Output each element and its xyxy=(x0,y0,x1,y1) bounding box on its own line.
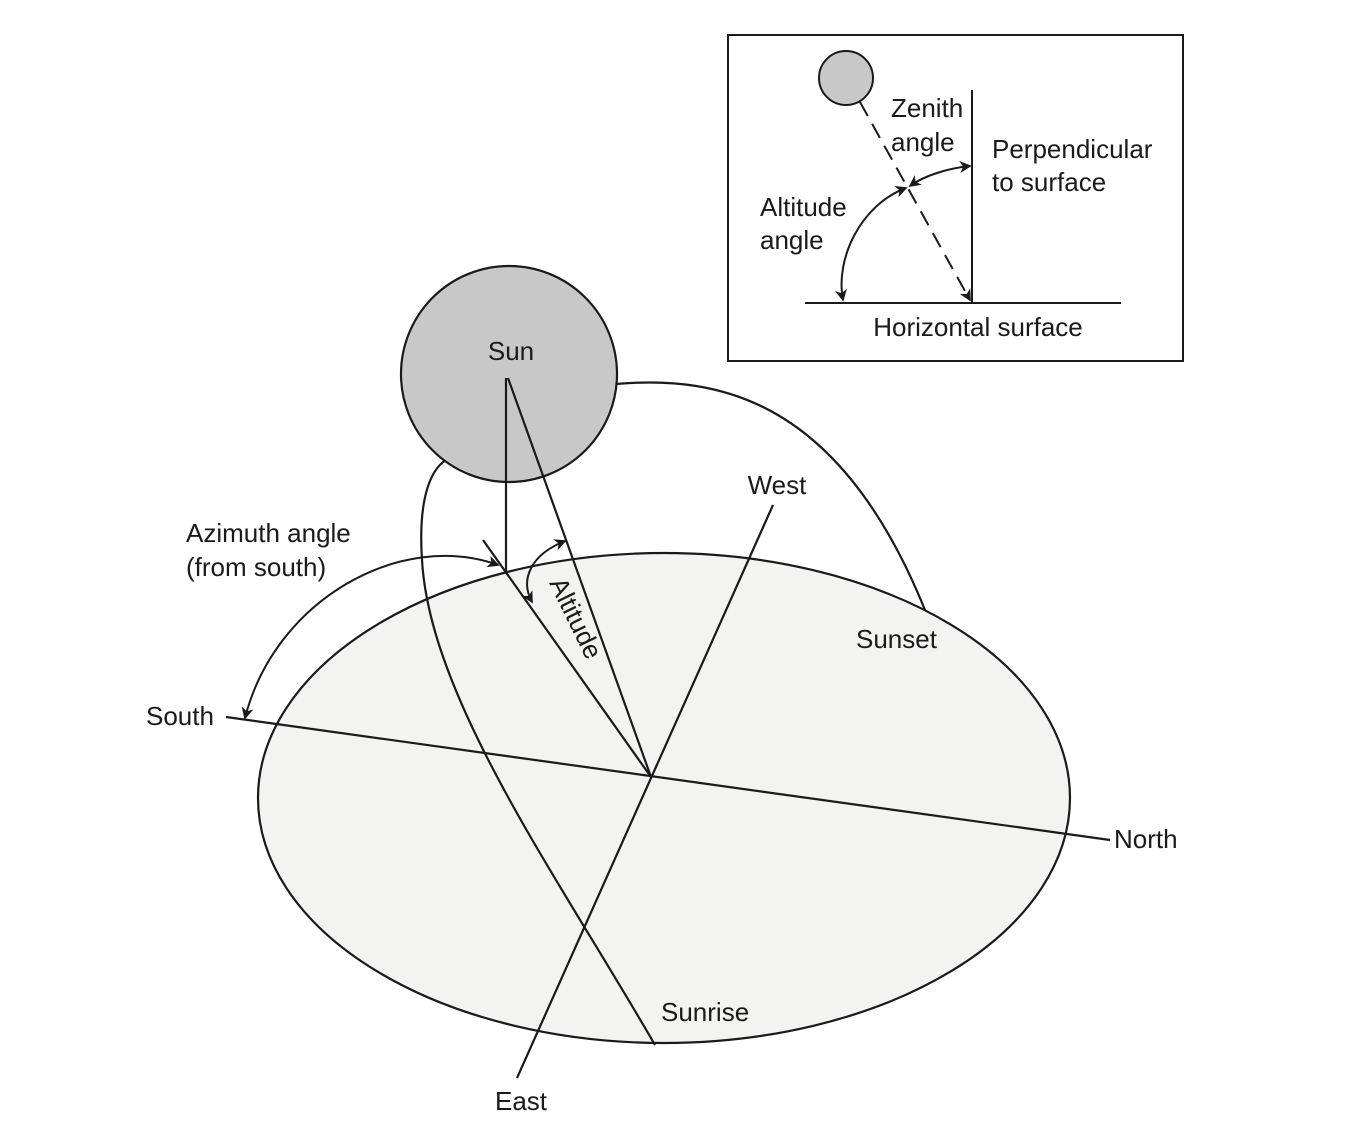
north-label: North xyxy=(1114,824,1178,854)
inset-sun-ray xyxy=(859,101,971,302)
sun-label: Sun xyxy=(488,336,534,366)
sun-ray xyxy=(506,377,653,778)
inset-altitude-label-2: angle xyxy=(760,225,824,255)
sunset-label: Sunset xyxy=(856,624,938,654)
inset-sun xyxy=(818,50,874,106)
south-label: South xyxy=(146,701,214,731)
sunrise-label: Sunrise xyxy=(661,997,749,1027)
inset-altitude-arrow xyxy=(835,185,908,302)
azimuth-label-line1: Azimuth angle xyxy=(186,518,351,548)
horizontal-plane xyxy=(256,551,1072,1045)
inset-zenith-arrow xyxy=(908,161,972,188)
sun xyxy=(399,264,619,484)
azimuth-label-line2: (from south) xyxy=(186,552,326,582)
south-north-axis xyxy=(225,715,1111,842)
west-label: West xyxy=(748,470,808,500)
inset-zenith-label-1: Zenith xyxy=(891,93,963,123)
inset-perpendicular-label-1: Perpendicular xyxy=(992,134,1153,164)
inset-altitude-label-1: Altitude xyxy=(760,192,847,222)
sun-path-arc-upper xyxy=(615,381,927,611)
east-west-axis xyxy=(515,504,775,1079)
inset-frame xyxy=(727,34,1184,362)
azimuth-arrow xyxy=(241,555,500,720)
altitude-arrow xyxy=(521,539,567,604)
inset-zenith-label-2: angle xyxy=(891,127,955,157)
inset-diagram: Zenith angle Perpendicular to surface Al… xyxy=(727,34,1184,362)
sun-ground-projection xyxy=(482,539,652,778)
inset-perpendicular-label-2: to surface xyxy=(992,167,1106,197)
inset-horizontal-surface-label: Horizontal surface xyxy=(873,312,1083,342)
east-label: East xyxy=(495,1086,548,1116)
